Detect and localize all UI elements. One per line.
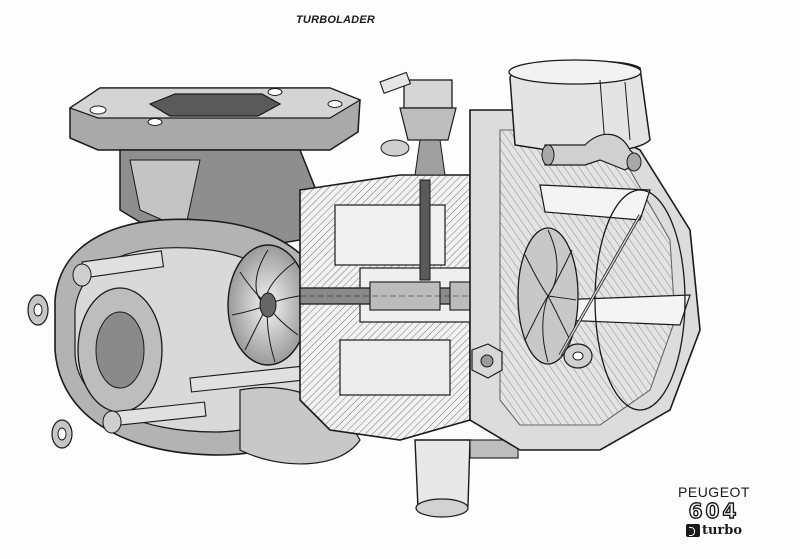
- mounting-studs: [27, 250, 307, 449]
- brand-logo: PEUGEOT 604 turbo: [664, 484, 764, 542]
- brand-model: 604: [688, 499, 740, 523]
- oil-drain-pipe: [414, 439, 519, 518]
- compressor-wheel: [517, 227, 579, 365]
- diagram-title: TURBOLADER: [296, 14, 375, 26]
- wastegate-linkage-rod: [558, 214, 642, 369]
- oil-inlet-fitting: [379, 71, 457, 176]
- brand-variant: turbo: [701, 523, 743, 538]
- actuator-hose-fitting: [541, 133, 642, 172]
- turbine-wheel: [227, 244, 309, 366]
- exhaust-inlet-flange: [68, 87, 362, 151]
- hex-nut: [471, 343, 503, 379]
- diesel-d-icon: [685, 524, 700, 537]
- brand-make: PEUGEOT: [678, 484, 750, 500]
- wastegate-actuator: [508, 59, 651, 154]
- brand-variant-badge: turbo: [685, 523, 743, 538]
